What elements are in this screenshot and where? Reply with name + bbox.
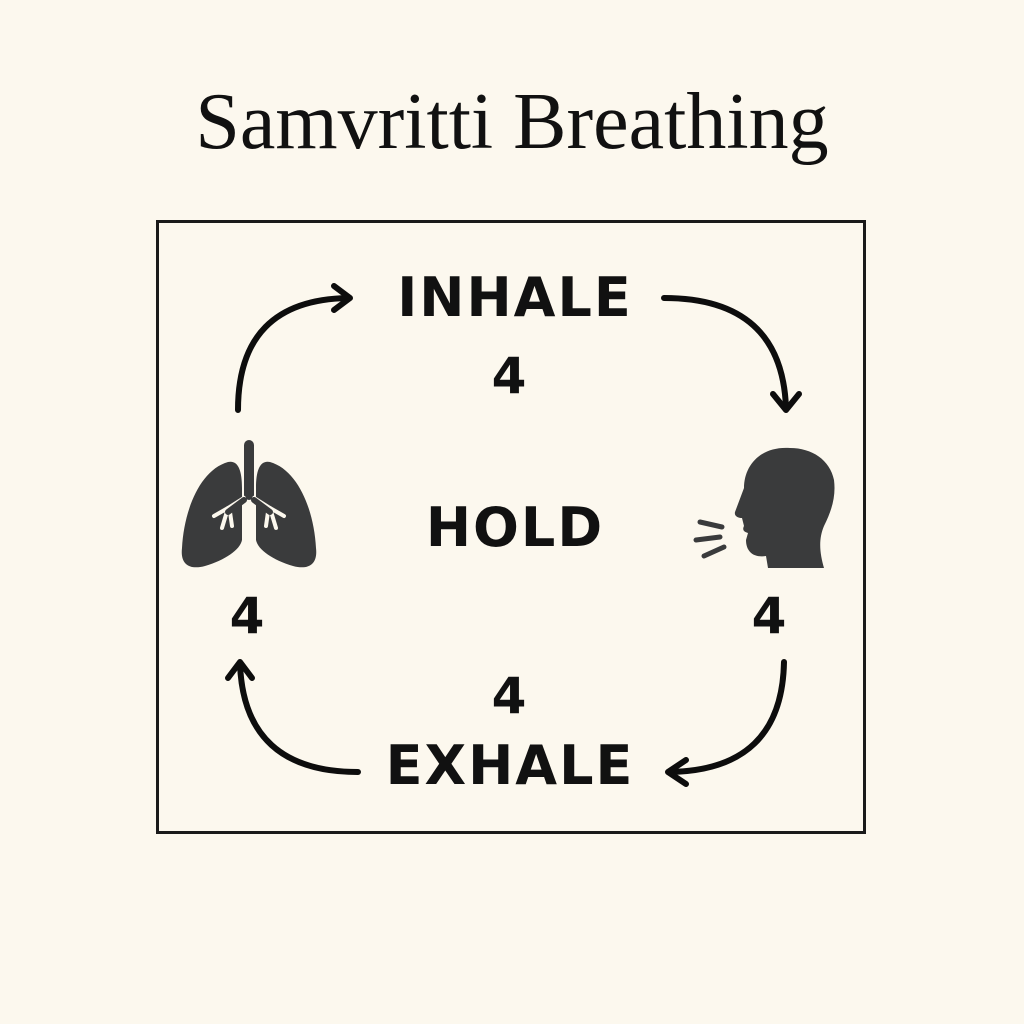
lungs-icon (181, 440, 317, 568)
inhale-count: 4 (491, 347, 529, 405)
page-title: Samvritti Breathing (195, 78, 829, 166)
exhale-count: 4 (491, 667, 529, 725)
exhaling-head-icon (693, 447, 835, 568)
left-count: 4 (229, 587, 267, 645)
arrow-right-down-icon (661, 295, 802, 413)
hold-label: HOLD (425, 496, 605, 559)
exhale-label: EXHALE (385, 734, 635, 797)
arrow-left-up-icon (225, 659, 361, 775)
diagram-frame (156, 220, 866, 834)
right-count: 4 (751, 587, 789, 645)
inhale-label: INHALE (397, 266, 633, 329)
arrow-down-left-icon (665, 659, 787, 787)
arrow-up-right-icon (235, 283, 353, 413)
